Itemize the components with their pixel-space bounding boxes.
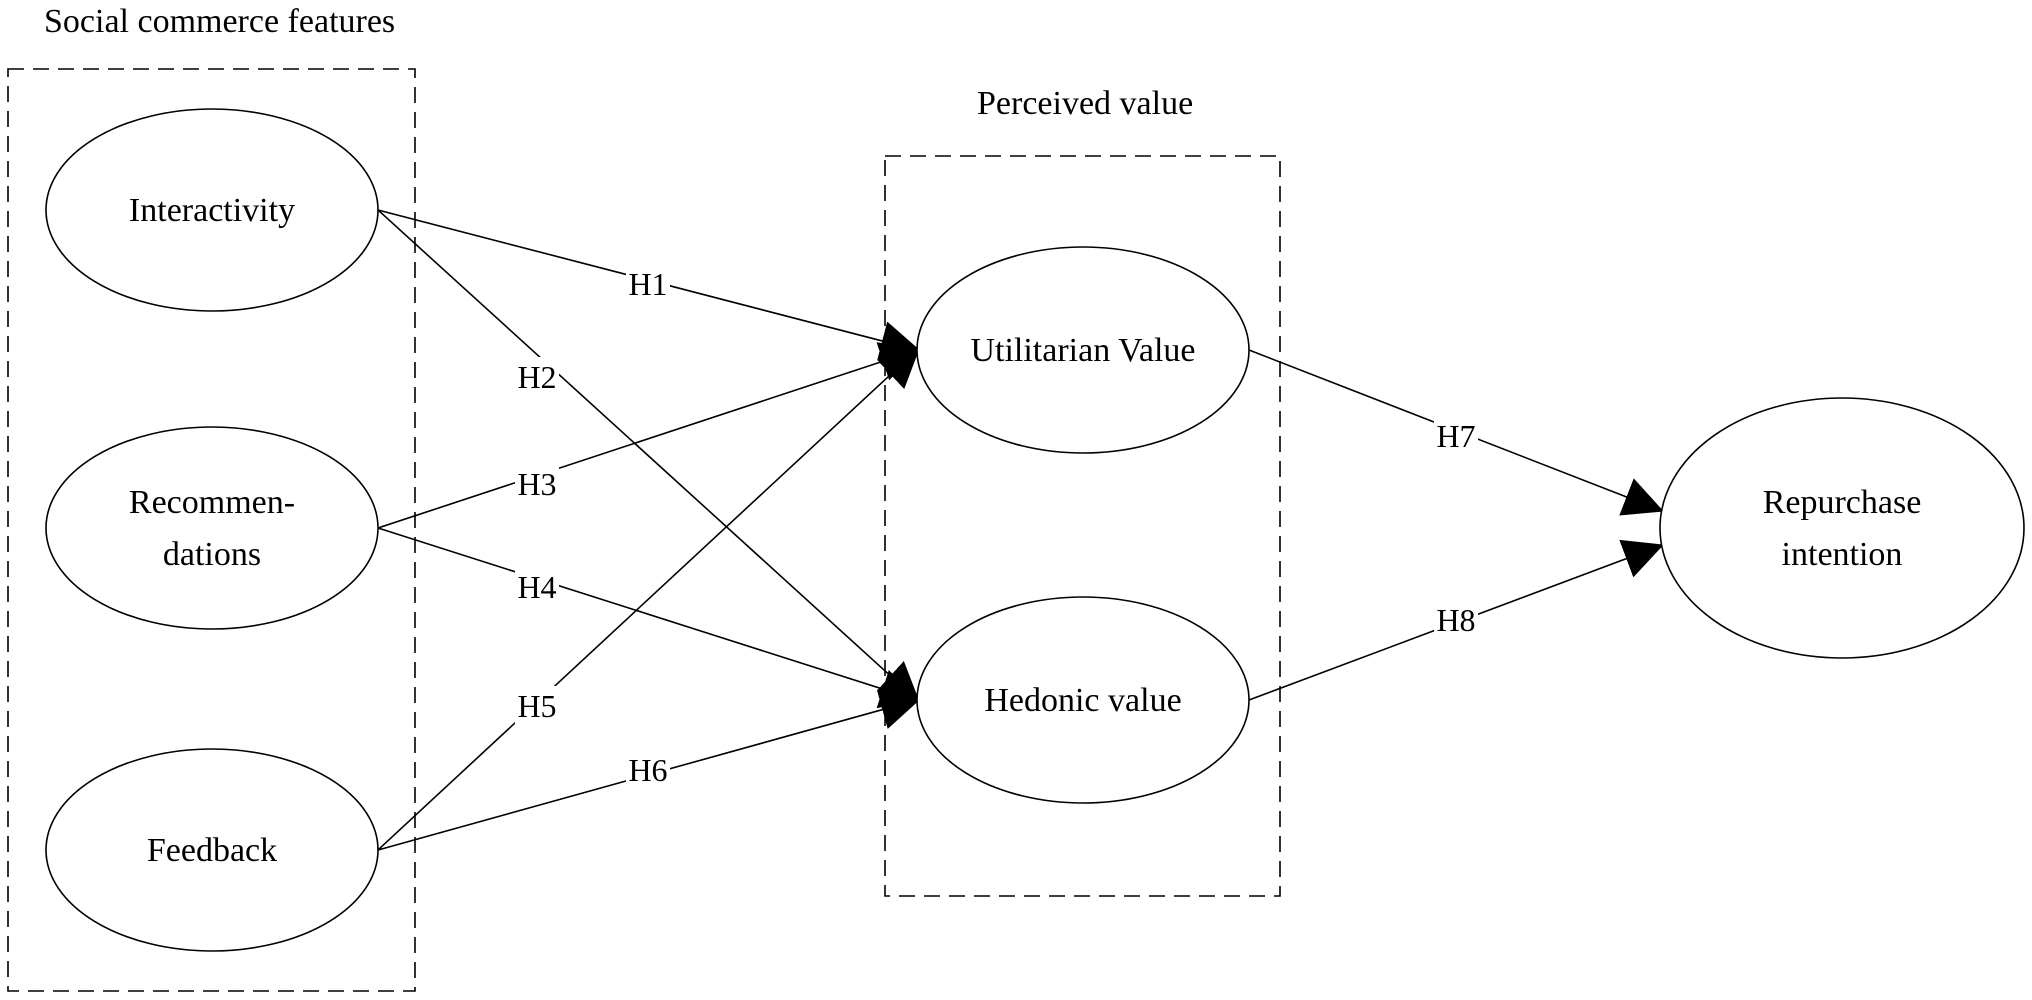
group-social: Social commerce features xyxy=(7,3,416,992)
group-perceived: Perceived value xyxy=(884,85,1281,897)
edge-label-text-h3: H3 xyxy=(517,466,556,502)
edge-h5 xyxy=(377,347,920,851)
group-box-perceived xyxy=(884,155,1281,897)
node-utilitarian: Utilitarian Value xyxy=(916,246,1250,454)
edge-label-h8: H8 xyxy=(1434,600,1478,638)
edge-label-text-h4: H4 xyxy=(517,569,556,605)
node-label-recommendations-line-1: Recommen- xyxy=(129,484,295,521)
edge-label-bg-h4 xyxy=(515,567,559,605)
node-ellipse-repurchase xyxy=(1659,397,2025,659)
edge-label-text-h6: H6 xyxy=(628,752,667,788)
node-recommendations: Recommen-dations xyxy=(45,426,379,630)
edge-label-text-h7: H7 xyxy=(1436,418,1475,454)
edge-label-bg-h1 xyxy=(626,264,670,302)
edge-label-text-h1: H1 xyxy=(628,266,667,302)
edge-label-bg-h6 xyxy=(626,750,670,788)
edge-label-h2: H2 xyxy=(515,357,559,395)
edge-label-text-h2: H2 xyxy=(517,359,556,395)
edge-label-h5: H5 xyxy=(515,686,559,724)
node-ellipse-recommendations xyxy=(45,426,379,630)
node-repurchase: Repurchase intention xyxy=(1659,397,2025,659)
node-ellipse-interactivity xyxy=(45,108,379,312)
node-interactivity: Interactivity xyxy=(45,108,379,312)
edge-label-h4: H4 xyxy=(515,567,559,605)
edge-label-bg-h3 xyxy=(515,464,559,502)
edge-label-bg-h5 xyxy=(515,686,559,724)
node-label-recommendations-line-2: dations xyxy=(163,536,261,573)
node-ellipse-feedback xyxy=(45,748,379,952)
edge-label-bg-h8 xyxy=(1434,600,1478,638)
edge-label-bg-h7 xyxy=(1434,416,1478,454)
node-label-repurchase-line-1: Repurchase xyxy=(1763,484,1922,521)
edge-label-h3: H3 xyxy=(515,464,559,502)
group-title-perceived: Perceived value xyxy=(977,85,1193,122)
node-label-hedonic: Hedonic value xyxy=(984,682,1181,719)
edge-label-text-h8: H8 xyxy=(1436,602,1475,638)
node-ellipse-utilitarian xyxy=(916,246,1250,454)
edge-label-h1: H1 xyxy=(626,264,670,302)
node-ellipse-hedonic xyxy=(916,596,1250,804)
node-hedonic: Hedonic value xyxy=(916,596,1250,804)
edge-label-bg-h2 xyxy=(515,357,559,395)
group-box-social xyxy=(7,68,416,992)
edge-label-text-h5: H5 xyxy=(517,688,556,724)
node-label-repurchase-line-2: intention xyxy=(1782,536,1903,573)
node-label-interactivity: Interactivity xyxy=(129,192,295,229)
group-title-social: Social commerce features xyxy=(44,3,395,40)
node-label-utilitarian: Utilitarian Value xyxy=(970,332,1195,369)
edge-h3 xyxy=(377,342,921,529)
edge-h4 xyxy=(377,527,921,709)
node-feedback: Feedback xyxy=(45,748,379,952)
edge-label-h6: H6 xyxy=(626,750,670,788)
edge-h2 xyxy=(377,209,920,703)
node-label-feedback: Feedback xyxy=(147,832,277,869)
edge-label-h7: H7 xyxy=(1434,416,1478,454)
